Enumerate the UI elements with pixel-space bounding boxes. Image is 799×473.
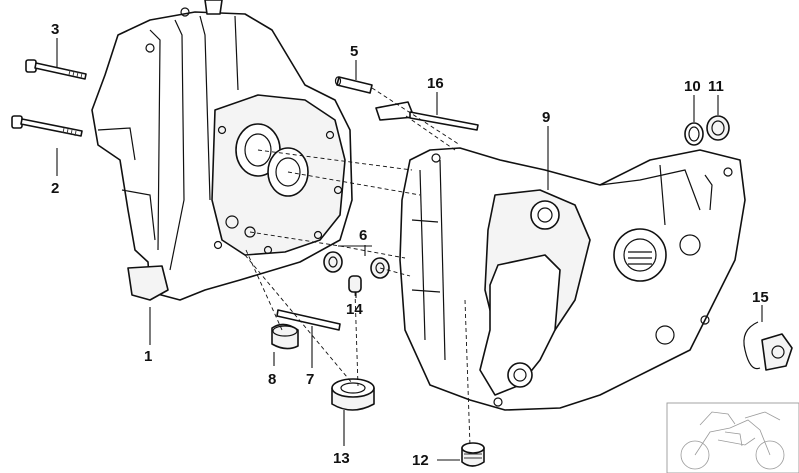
bolt-part-2 — [11, 115, 83, 137]
o-ring-part-10 — [684, 122, 704, 146]
callout-9: 9 — [542, 109, 550, 126]
callout-10: 10 — [684, 78, 701, 95]
sleeve-part-13 — [331, 378, 375, 411]
callout-8: 8 — [268, 371, 276, 388]
sensor-part-15 — [743, 321, 793, 371]
callout-11: 11 — [708, 78, 724, 95]
callout-3: 3 — [51, 21, 59, 38]
callout-16: 16 — [427, 75, 444, 92]
shift-plate-part-16 — [375, 101, 479, 131]
cap-part-11 — [706, 115, 730, 141]
callout-12: 12 — [412, 452, 429, 469]
plug-part-12 — [461, 442, 485, 467]
assembly-guide-lines — [244, 87, 471, 447]
bushing-pair-part-6 — [323, 251, 390, 279]
bolt-part-3 — [25, 59, 87, 80]
callout-13: 13 — [333, 450, 350, 467]
shaft-part-7 — [276, 309, 341, 331]
bushing-part-8 — [271, 323, 299, 350]
callout-15: 15 — [752, 289, 769, 306]
leader-lines — [56, 38, 763, 461]
callout-labels: 3 2 1 5 16 9 10 11 6 14 15 8 7 13 12 — [51, 21, 769, 469]
pin-part-14 — [348, 275, 362, 293]
callout-7: 7 — [306, 371, 314, 388]
callout-5: 5 — [350, 43, 358, 60]
callout-14: 14 — [346, 301, 363, 318]
callout-2: 2 — [51, 180, 59, 197]
right-housing-part-9 — [399, 147, 746, 411]
dowel-pin-part-5 — [334, 76, 373, 94]
motorcycle-thumbnail — [666, 402, 799, 473]
callout-6: 6 — [359, 227, 367, 244]
left-housing-part-1 — [91, 0, 353, 301]
callout-1: 1 — [144, 348, 152, 365]
